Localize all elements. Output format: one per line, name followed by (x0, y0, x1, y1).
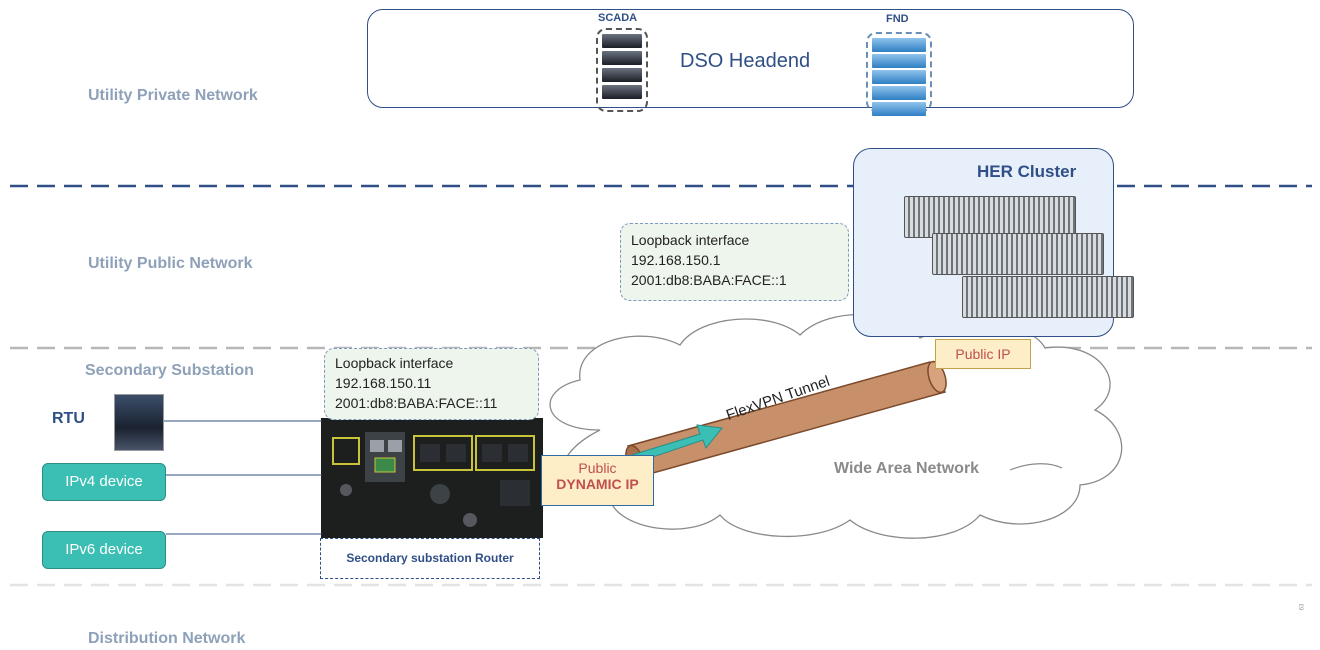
her-public-ip: Public IP (935, 339, 1031, 369)
scada-server-icon (596, 28, 648, 112)
substation-loopback-title: Loopback interface (335, 355, 454, 371)
router-front-panel (332, 432, 535, 527)
figure-id: 63 (1299, 603, 1306, 611)
dynamic-ip-line2: DYNAMIC IP (556, 476, 639, 492)
router-caption: Secondary substation Router (320, 538, 540, 579)
dynamic-ip-line1: Public (578, 460, 617, 476)
dynamic-ip-box: Public DYNAMIC IP (541, 455, 654, 506)
substation-loopback-box: Loopback interface 192.168.150.11 2001:d… (324, 348, 539, 420)
rtu-device-icon (114, 394, 164, 451)
rtu-label: RTU (52, 410, 85, 427)
substation-loopback-ipv6: 2001:db8:BABA:FACE::11 (335, 395, 498, 411)
wan-cloud (549, 313, 1123, 539)
zone-label-public: Utility Public Network (88, 255, 253, 272)
her-router-chassis-3 (962, 276, 1134, 318)
wan-cloud-inner-curve (1009, 463, 1063, 471)
zone-label-distribution: Distribution Network (88, 630, 246, 647)
fnd-label: FND (886, 13, 909, 25)
substation-loopback-ipv4: 192.168.150.11 (335, 375, 432, 391)
her-router-chassis-2 (932, 233, 1104, 275)
tunnel-end-cap (927, 360, 947, 394)
her-router-chassis-1 (904, 196, 1076, 238)
scada-label: SCADA (598, 12, 638, 24)
ipv4-device: IPv4 device (42, 463, 166, 501)
ipv6-device: IPv6 device (42, 531, 166, 569)
dso-headend-box (367, 9, 1134, 108)
zone-label-private: Utility Private Network (88, 87, 258, 104)
wan-label: Wide Area Network (834, 460, 980, 477)
her-cluster-title: HER Cluster (977, 162, 1077, 181)
fnd-server-icon (866, 32, 932, 116)
her-loopback-ipv6: 2001:db8:BABA:FACE::1 (631, 272, 787, 288)
her-loopback-box: Loopback interface 192.168.150.1 2001:db… (620, 223, 849, 301)
her-loopback-ipv4: 192.168.150.1 (631, 252, 721, 268)
her-loopback-title: Loopback interface (631, 232, 750, 248)
zone-label-secondary: Secondary Substation (85, 362, 254, 379)
headend-title: DSO Headend (680, 50, 811, 72)
